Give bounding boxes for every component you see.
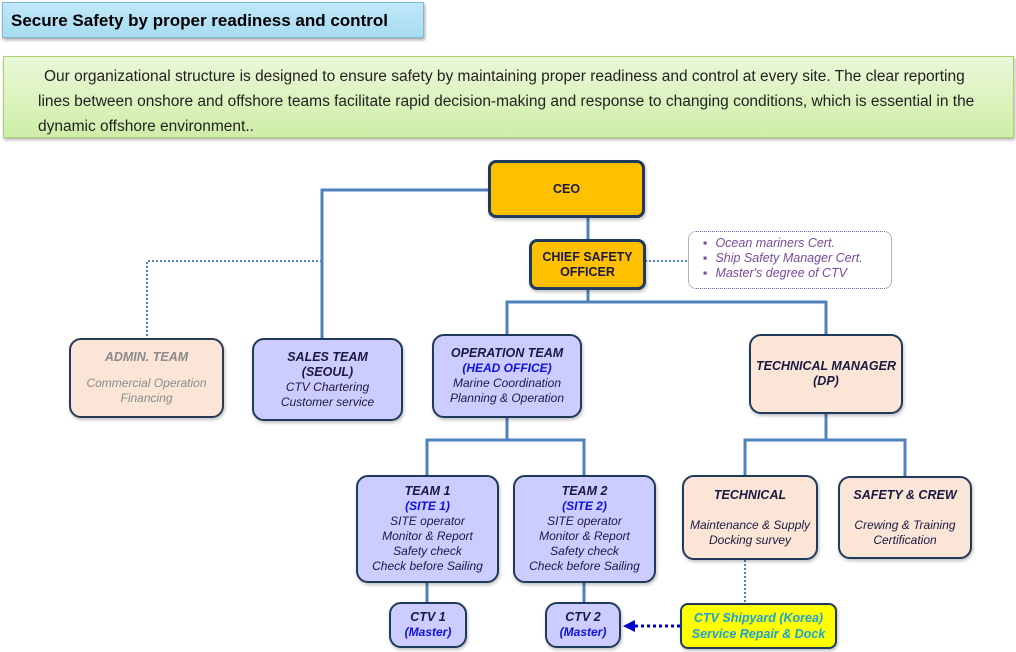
ceo-box: CEO xyxy=(488,160,645,218)
ctv2-sub: (Master) xyxy=(559,625,607,639)
cso-line2: OFFICER xyxy=(560,264,615,279)
admin-title: ADMIN. TEAM xyxy=(104,350,189,364)
team2-line: Check before Sailing xyxy=(529,559,640,573)
sales-line2: Customer service xyxy=(280,394,375,409)
cso-line1: CHIEF SAFETY xyxy=(542,249,633,264)
team1-sub: (SITE 1) xyxy=(405,499,450,513)
ceo-title: CEO xyxy=(552,181,581,196)
connector-admin-dotted xyxy=(146,260,322,338)
team2-line: SITE operator xyxy=(547,514,622,528)
connector-ceo-sales xyxy=(320,188,490,338)
ctv1-title: CTV 1 xyxy=(410,610,446,624)
technical-title: TECHNICAL xyxy=(713,487,787,502)
team1-line: Check before Sailing xyxy=(372,559,483,573)
shipyard-arrow xyxy=(623,620,680,632)
connector-operation-teams xyxy=(425,418,586,476)
safety-crew-title: SAFETY & CREW xyxy=(853,487,957,502)
ctv-shipyard-box: CTV Shipyard (Korea) Service Repair & Do… xyxy=(680,603,837,649)
tech-manager-title: TECHNICAL MANAGER xyxy=(755,359,897,373)
operation-line2: Planning & Operation xyxy=(449,391,565,405)
sales-title: SALES TEAM xyxy=(287,349,368,364)
intro-text: Our organizational structure is designed… xyxy=(3,56,1014,138)
admin-team-box: ADMIN. TEAM Commercial Operation Financi… xyxy=(69,338,224,418)
technical-box: TECHNICAL Maintenance & Supply Docking s… xyxy=(682,475,818,560)
technical-manager-box: TECHNICAL MANAGER (DP) xyxy=(749,334,903,414)
technical-line2: Docking survey xyxy=(708,532,792,547)
sales-line1: CTV Chartering xyxy=(285,379,370,394)
certifications-box: Ocean mariners Cert. Ship Safety Manager… xyxy=(688,231,892,289)
shipyard-line1: CTV Shipyard (Korea) xyxy=(693,611,824,625)
technical-line1: Maintenance & Supply xyxy=(689,517,811,532)
admin-line1: Commercial Operation xyxy=(86,376,207,390)
ctv1-sub: (Master) xyxy=(404,625,452,639)
team1-title: TEAM 1 xyxy=(404,484,451,498)
team2-line: Monitor & Report xyxy=(539,529,630,543)
team2-sub: (SITE 2) xyxy=(562,499,607,513)
chief-safety-officer-box: CHIEF SAFETY OFFICER xyxy=(529,239,646,290)
sales-team-box: SALES TEAM (SEOUL) CTV Chartering Custom… xyxy=(252,338,403,421)
team2-box: TEAM 2 (SITE 2) SITE operator Monitor & … xyxy=(513,475,656,583)
admin-line2: Financing xyxy=(120,391,173,405)
safety-crew-box: SAFETY & CREW Crewing & Training Certifi… xyxy=(838,476,972,559)
operation-line1: Marine Coordination xyxy=(452,376,562,390)
team1-box: TEAM 1 (SITE 1) SITE operator Monitor & … xyxy=(356,475,499,583)
team1-line: Monitor & Report xyxy=(382,529,473,543)
ctv2-title: CTV 2 xyxy=(565,610,601,624)
team2-line: Safety check xyxy=(550,544,619,558)
cert-item: Ocean mariners Cert. xyxy=(703,236,891,251)
team1-line: Safety check xyxy=(393,544,462,558)
safety-crew-line1: Crewing & Training xyxy=(854,517,956,532)
team2-title: TEAM 2 xyxy=(561,484,608,498)
operation-title: OPERATION TEAM xyxy=(450,346,564,360)
cert-item: Ship Safety Manager Cert. xyxy=(703,251,891,266)
page-title: Secure Safety by proper readiness and co… xyxy=(2,2,424,38)
shipyard-line2: Service Repair & Dock xyxy=(691,627,826,641)
safety-crew-line2: Certification xyxy=(873,532,937,547)
ctv2-box: CTV 2 (Master) xyxy=(545,602,621,648)
sales-title2: (SEOUL) xyxy=(301,364,354,379)
connector-tech-branch xyxy=(743,414,907,476)
connector-cso-branch xyxy=(505,289,828,335)
operation-team-box: OPERATION TEAM (HEAD OFFICE) Marine Coor… xyxy=(432,334,582,418)
cert-item: Master's degree of CTV xyxy=(703,266,891,281)
tech-manager-sub: (DP) xyxy=(813,374,839,388)
team1-line: SITE operator xyxy=(390,514,465,528)
operation-sub: (HEAD OFFICE) xyxy=(462,361,552,375)
ctv1-box: CTV 1 (Master) xyxy=(389,602,467,648)
